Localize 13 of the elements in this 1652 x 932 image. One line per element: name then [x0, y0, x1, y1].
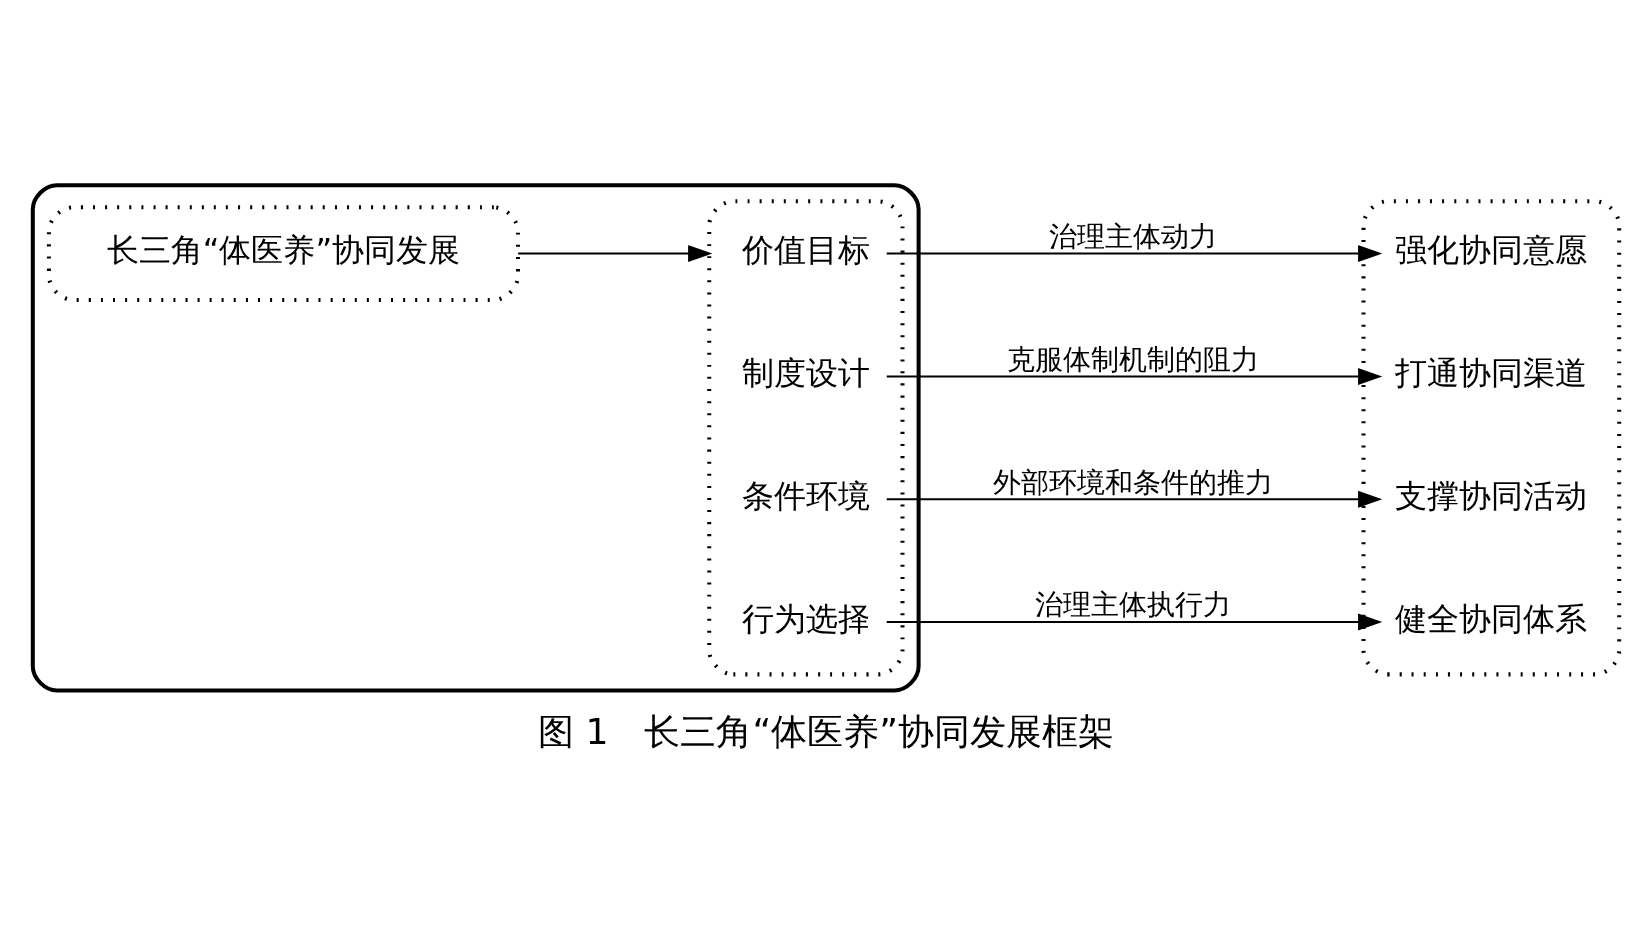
- edge-label: 克服体制机制的阻力: [1007, 342, 1260, 376]
- node-text: 健全协同体系: [1395, 599, 1588, 638]
- node-text: 行为选择: [741, 599, 870, 638]
- node-text: 价值目标: [741, 231, 870, 270]
- caption: 图 1 长三角“体医养”协同发展框架: [537, 709, 1115, 753]
- node-text: 打通协同渠道: [1395, 354, 1588, 393]
- node-text: 条件环境: [741, 476, 870, 515]
- node-text: 制度设计: [741, 354, 870, 393]
- node-text: 强化协同意愿: [1395, 231, 1588, 270]
- node-text: 支撑协同活动: [1395, 476, 1588, 515]
- edge-label: 治理主体执行力: [1035, 588, 1232, 622]
- edge-label: 治理主体动力: [1049, 219, 1218, 253]
- edge-label: 外部环境和条件的推力: [993, 465, 1274, 499]
